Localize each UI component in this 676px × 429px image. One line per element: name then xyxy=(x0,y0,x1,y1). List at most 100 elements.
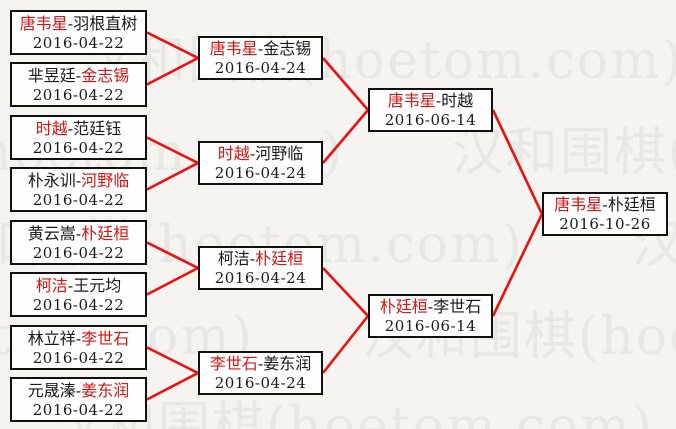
player-separator: - xyxy=(257,354,264,373)
connector-line xyxy=(146,371,199,401)
player-right: 朴廷桓 xyxy=(81,223,130,243)
connector-line xyxy=(146,136,199,165)
player-left: 唐韦星 xyxy=(554,195,603,214)
match-players: 林立祥-李世石 xyxy=(28,328,129,349)
match-date: 2016-10-26 xyxy=(559,215,651,233)
match-date: 2016-04-24 xyxy=(214,164,307,182)
match-date: 2016-04-22 xyxy=(32,348,125,367)
player-right: 时越 xyxy=(441,91,474,110)
match-players: 柯洁-王元均 xyxy=(36,275,121,296)
player-right: 姜东润 xyxy=(263,354,312,373)
match-date: 2016-04-22 xyxy=(32,295,125,314)
player-right: 范廷钰 xyxy=(73,118,122,138)
match-date: 2016-04-22 xyxy=(32,243,125,262)
player-right: 李世石 xyxy=(433,297,482,316)
player-left: 元晟溱 xyxy=(27,380,76,400)
player-separator: - xyxy=(435,91,442,110)
player-left: 朴永训 xyxy=(27,170,76,190)
player-left: 林立祥 xyxy=(27,328,76,348)
match-players: 唐韦星-金志锡 xyxy=(210,38,311,59)
connector-line xyxy=(322,267,369,317)
match-players: 朴廷桓-李世石 xyxy=(380,296,481,317)
player-separator: - xyxy=(75,223,82,243)
player-right: 河野临 xyxy=(255,144,304,163)
player-separator: - xyxy=(75,328,82,348)
player-left: 朴廷桓 xyxy=(379,297,428,316)
player-separator: - xyxy=(427,297,434,316)
player-separator: - xyxy=(67,275,74,295)
match-players: 柯洁-朴廷桓 xyxy=(218,248,303,269)
match-players: 唐韦星-羽根直树 xyxy=(20,13,137,34)
player-separator: - xyxy=(602,195,608,214)
match-date: 2016-04-24 xyxy=(214,374,307,392)
player-right: 金志锡 xyxy=(81,65,130,85)
connector-line xyxy=(491,213,544,317)
player-left: 李世石 xyxy=(209,354,258,373)
connector-line xyxy=(491,109,544,215)
watermark-text: 汉和围棋(hoetom.com) 汉和围棋(hoetom.com) 汉和围棋(h… xyxy=(50,397,676,429)
player-left: 唐韦星 xyxy=(19,13,68,33)
player-left: 时越 xyxy=(217,144,250,163)
player-right: 王元均 xyxy=(73,275,122,295)
watermark-text: 汉和围棋(hoetom.com) 汉和围棋(hoetom.com) 汉和围棋(h… xyxy=(80,31,676,91)
connector-line xyxy=(322,57,369,111)
connector-line xyxy=(146,241,199,270)
match-date: 2016-04-22 xyxy=(32,190,125,209)
player-right: 羽根直树 xyxy=(73,13,138,33)
player-left: 柯洁 xyxy=(35,275,68,295)
match-date: 2016-04-22 xyxy=(32,400,125,419)
player-left: 黄云嵩 xyxy=(27,223,76,243)
match-players: 唐韦星-时越 xyxy=(388,90,473,111)
player-left: 柯洁 xyxy=(217,249,250,268)
match-date: 2016-04-22 xyxy=(32,33,125,52)
player-left: 唐韦星 xyxy=(209,39,258,58)
player-left: 时越 xyxy=(35,118,68,138)
player-right: 朴廷桓 xyxy=(255,249,304,268)
connector-line xyxy=(321,315,370,374)
player-separator: - xyxy=(67,118,74,138)
match-date: 2016-04-24 xyxy=(214,269,307,287)
player-right: 朴廷桓 xyxy=(607,195,656,214)
connector-line xyxy=(146,346,199,375)
connector-line xyxy=(146,56,199,86)
match-players: 芈昱廷-金志锡 xyxy=(28,65,129,86)
match-players: 唐韦星-朴廷桓 xyxy=(554,194,655,215)
match-date: 2016-06-14 xyxy=(384,317,477,335)
player-right: 李世石 xyxy=(81,328,130,348)
match-players: 时越-范廷钰 xyxy=(36,118,121,139)
player-separator: - xyxy=(249,249,256,268)
player-separator: - xyxy=(67,13,74,33)
player-right: 河野临 xyxy=(81,170,130,190)
connector-line xyxy=(146,266,199,296)
match-players: 时越-河野临 xyxy=(218,143,303,164)
match-players: 朴永训-河野临 xyxy=(28,170,129,191)
match-players: 黄云嵩-朴廷桓 xyxy=(28,223,129,244)
player-separator: - xyxy=(249,144,256,163)
player-separator: - xyxy=(257,39,264,58)
player-right: 姜东润 xyxy=(81,380,130,400)
player-left: 芈昱廷 xyxy=(27,65,76,85)
match-date: 2016-06-14 xyxy=(384,111,477,129)
player-left: 唐韦星 xyxy=(387,91,436,110)
match-players: 李世石-姜东润 xyxy=(210,353,311,374)
match-date: 2016-04-22 xyxy=(32,138,125,157)
connector-line xyxy=(146,31,199,60)
connector-line xyxy=(322,109,369,164)
player-separator: - xyxy=(75,65,82,85)
player-separator: - xyxy=(75,380,82,400)
